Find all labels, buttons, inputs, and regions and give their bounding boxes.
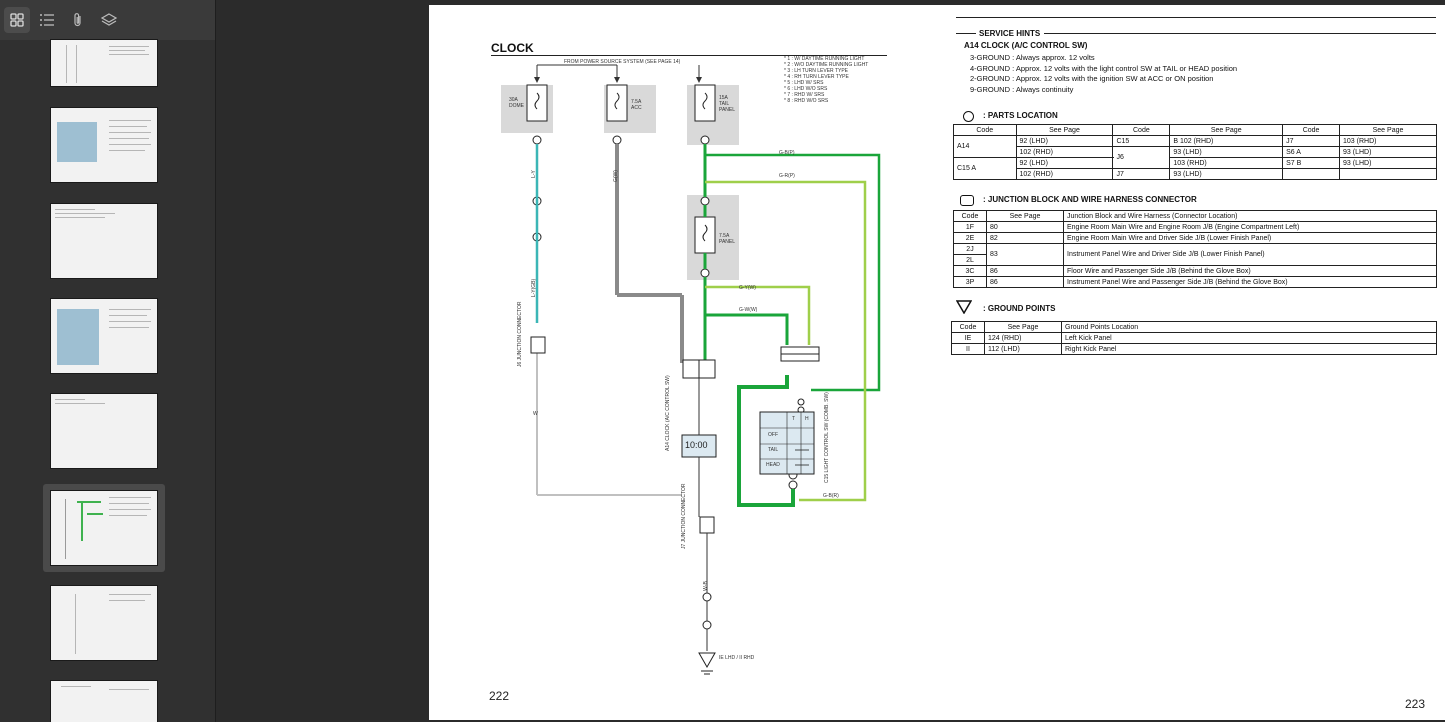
page-thumbnail[interactable] (51, 586, 157, 660)
wire-label: G(W) (612, 170, 619, 182)
page-thumbnail[interactable] (51, 40, 157, 86)
hint-line: 4-GROUND : Approx. 12 volts with the lig… (970, 63, 1238, 73)
diagram-title: CLOCK (491, 41, 534, 55)
page-thumbnail[interactable] (51, 204, 157, 278)
legend-item: * 8 : RHD W/O SRS (784, 98, 829, 104)
switch-col-label: H (805, 416, 809, 422)
page-thumbnail[interactable] (51, 299, 157, 373)
diagram-legend: * 1 : W/ DAYTIME RUNNING LIGHT * 2 : W/O… (784, 56, 868, 104)
clock-label: A14 CLOCK (A/C CONTROL SW) (665, 375, 671, 451)
grid-view-icon[interactable] (4, 7, 30, 33)
attachment-icon[interactable] (65, 7, 91, 33)
service-hints-list: 3-GROUND : Always approx. 12 volts 4-GRO… (970, 53, 1237, 95)
junction-block-heading: : JUNCTION BLOCK AND WIRE HARNESS CONNEC… (983, 195, 1197, 204)
legend-item: * 6 : LHD W/O SRS (784, 86, 828, 92)
junction-label-j7: J7 JUNCTION CONNECTOR (681, 483, 687, 549)
page-number-left: 222 (489, 689, 510, 703)
wire-label: L-Y (530, 170, 537, 178)
layers-icon[interactable] (96, 7, 122, 33)
parts-location-icon (963, 111, 974, 122)
legend-item: * 4 : RH TURN LEVER TYPE (784, 74, 849, 80)
legend-item: * 3 : LH TURN LEVER TYPE (784, 68, 849, 74)
ground-points-heading: : GROUND POINTS (983, 304, 1056, 313)
switch-col-label: T (792, 416, 796, 422)
legend-item: * 1 : W/ DAYTIME RUNNING LIGHT (784, 56, 865, 62)
hint-line: 3-GROUND : Always approx. 12 volts (970, 53, 1095, 62)
switch-row-label: OFF (768, 432, 778, 438)
wire-label: G-B(P) (779, 150, 795, 156)
legend-item: * 5 : LHD W/ SRS (784, 80, 824, 86)
clock-display: 10:00 (685, 440, 708, 450)
parts-location-heading: : PARTS LOCATION (983, 111, 1058, 120)
hint-line: 2-GROUND : Approx. 12 volts with the ign… (970, 74, 1214, 83)
wire-label: G-Y(W) (739, 285, 756, 291)
wire-label: W-B (702, 581, 709, 591)
switch-row-label: HEAD (766, 462, 780, 468)
page-number-right: 223 (1405, 697, 1426, 711)
ground-points-icon (956, 300, 972, 314)
junction-label-j6: J6 JUNCTION CONNECTOR (517, 301, 523, 367)
wire-label: G-W(W) (739, 307, 758, 313)
document-spread: CLOCK FROM POWER SOURCE SYSTEM (SEE PAGE… (429, 5, 1445, 720)
ground-label: IE LHD / II RHD (719, 655, 755, 661)
wire-label: G-R(P) (779, 173, 795, 179)
page-thumbnail[interactable] (51, 681, 157, 722)
switch-label: C15 LIGHT CONTROL SW (COMB. SW) (824, 392, 830, 483)
wire-label: W (533, 411, 538, 417)
wiring-diagram (501, 64, 881, 675)
service-hints-component: A14 CLOCK (A/C CONTROL SW) (964, 41, 1088, 50)
legend-item: * 2 : W/O DAYTIME RUNNING LIGHT (784, 62, 869, 68)
switch-row-label: TAIL (768, 447, 779, 453)
junction-block-table: Code See Page Junction Block and Wire Ha… (953, 210, 1437, 288)
thumbnail-sidebar (0, 0, 216, 722)
junction-block-icon (960, 195, 974, 206)
list-view-icon[interactable] (34, 7, 60, 33)
page-thumbnail[interactable] (51, 108, 157, 182)
wire-label: L-Y(GB) (531, 278, 538, 298)
sidebar-toolbar (0, 0, 215, 40)
page-thumbnail[interactable] (51, 394, 157, 468)
service-hints-heading: SERVICE HINTS (979, 29, 1041, 38)
legend-item: * 7 : RHD W/ SRS (784, 92, 825, 98)
page-thumbnail-current[interactable] (51, 491, 157, 565)
parts-location-table: Code See Page Code See Page Code See Pag… (953, 124, 1437, 180)
source-label: FROM POWER SOURCE SYSTEM (SEE PAGE 14) (564, 59, 681, 65)
wire-label: G-B(R) (823, 493, 839, 499)
hint-line: 9-GROUND : Always continuity (970, 84, 1074, 94)
title-rule (491, 55, 887, 56)
